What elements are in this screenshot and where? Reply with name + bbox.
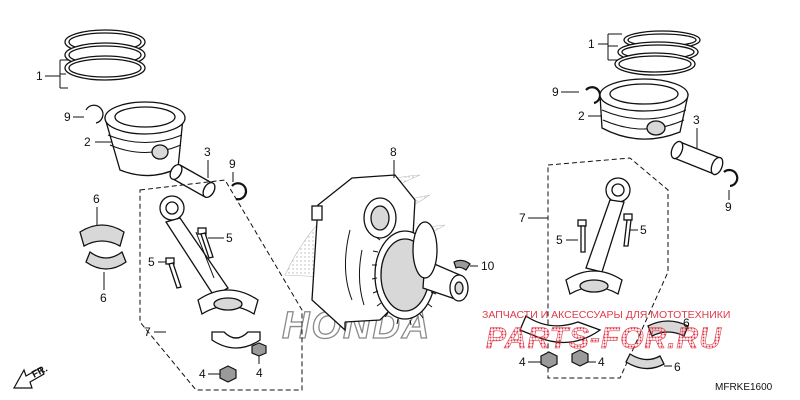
callout-7-right: 7: [519, 211, 548, 225]
svg-text:5: 5: [148, 255, 155, 269]
callout-1-right: 1: [588, 33, 622, 61]
front-arrow-icon: [12, 367, 45, 389]
svg-text:4: 4: [598, 355, 605, 369]
svg-text:4: 4: [519, 355, 526, 369]
svg-text:8: 8: [390, 145, 397, 159]
callout-10: 10: [470, 259, 495, 273]
bearing-left-upper: [79, 224, 125, 247]
callout-9-left-top: 9: [64, 110, 84, 124]
svg-text:9: 9: [725, 200, 732, 214]
clip-right-lower: [723, 169, 739, 188]
svg-text:9: 9: [229, 157, 236, 171]
svg-text:4: 4: [256, 366, 263, 380]
bolt-right-a: [577, 219, 587, 253]
crankshaft: [311, 174, 469, 332]
callout-2-right: 2: [578, 109, 602, 123]
bolt-right-b: [623, 213, 633, 247]
woodruff-key: [453, 259, 471, 271]
conrod-box-right: [547, 157, 669, 379]
nut-left-a: [219, 365, 237, 383]
callout-6-left-upper: 6: [93, 192, 100, 225]
callout-1-left: 1: [36, 59, 68, 89]
bearing-right-lower: [625, 353, 665, 370]
diagram-code: MFRKE1600: [715, 382, 773, 393]
watermark-site: PARTS-FOR.RU: [486, 322, 722, 355]
bolt-left-lower: [165, 257, 182, 289]
nut-left-b: [251, 342, 267, 357]
watermark-tagline: ЗАПЧАСТИ И АКСЕССУАРЫ ДЛЯ МОТОТЕХНИКИ: [482, 309, 730, 321]
front-arrow: FR.: [12, 363, 50, 389]
callout-3-right: 3: [693, 113, 700, 148]
svg-text:7: 7: [144, 325, 151, 339]
callout-3-left: 3: [204, 145, 211, 178]
bolt-left-upper: [197, 227, 214, 259]
nut-right-a: [540, 351, 558, 369]
piston-left: [104, 101, 186, 177]
callout-9-right-lower: 9: [725, 190, 732, 214]
callout-5-left-lower: 5: [148, 255, 166, 269]
callout-4-right-b: 4: [588, 355, 605, 369]
svg-text:1: 1: [36, 69, 43, 83]
callout-6-right-upper: 6: [683, 316, 690, 330]
piston-rings-right: [614, 30, 701, 76]
svg-text:6: 6: [93, 192, 100, 206]
svg-text:7: 7: [519, 211, 526, 225]
callout-4-left-b: 4: [256, 356, 263, 380]
callout-9-right-top: 9: [552, 85, 579, 99]
piston-pin-left: [169, 163, 216, 199]
front-arrow-label: FR.: [30, 363, 50, 380]
svg-text:6: 6: [100, 291, 107, 305]
bearing-cap-right: [519, 315, 602, 344]
conrod-left: [159, 195, 259, 316]
svg-text:10: 10: [481, 259, 495, 273]
callout-6-left-lower: 6: [100, 272, 107, 305]
svg-text:9: 9: [552, 85, 559, 99]
svg-text:5: 5: [556, 233, 563, 247]
svg-text:6: 6: [683, 316, 690, 330]
svg-text:4: 4: [199, 367, 206, 381]
callout-6-right-lower: 6: [664, 360, 681, 374]
bearing-right-upper: [647, 320, 689, 337]
clip-left-lower: [231, 182, 248, 201]
piston-pin-right: [670, 140, 724, 176]
callout-5-right-b: 5: [630, 223, 647, 237]
svg-text:1: 1: [588, 37, 595, 51]
bearing-left-lower: [85, 250, 127, 270]
watermark: ЗАПЧАСТИ И АКСЕССУАРЫ ДЛЯ МОТОТЕХНИКИ PA…: [482, 309, 730, 355]
piston-right: [599, 78, 689, 140]
callout-4-left-a: 4: [199, 367, 220, 381]
svg-text:3: 3: [693, 113, 700, 127]
callout-9-left-lower: 9: [229, 157, 236, 182]
callout-5-left-upper: 5: [208, 231, 233, 245]
clip-left-top: [85, 104, 104, 124]
clip-right-top: [585, 86, 602, 105]
conrod-box-left: [139, 179, 303, 391]
piston-rings-left: [64, 29, 146, 81]
conrod-right: [565, 177, 631, 295]
svg-text:6: 6: [674, 360, 681, 374]
bearing-cap-left: [211, 331, 261, 349]
svg-text:5: 5: [640, 223, 647, 237]
callout-4-right-a: 4: [519, 355, 541, 369]
svg-text:2: 2: [84, 135, 91, 149]
svg-text:3: 3: [204, 145, 211, 159]
callout-5-right-a: 5: [556, 233, 578, 247]
svg-text:5: 5: [226, 231, 233, 245]
callout-2-left: 2: [84, 135, 112, 149]
callout-8: 8: [390, 145, 397, 178]
svg-text:9: 9: [64, 110, 71, 124]
callout-7-left: 7: [144, 325, 166, 339]
svg-text:2: 2: [578, 109, 585, 123]
